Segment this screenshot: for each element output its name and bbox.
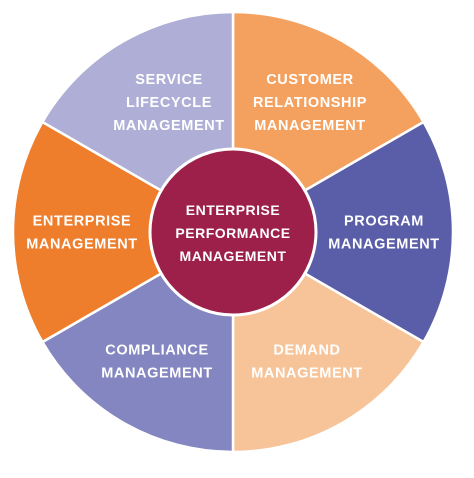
center-hub-circle xyxy=(148,147,318,317)
segment-label-enterprise-management-line-1: ENTERPRISE xyxy=(33,214,132,230)
segment-label-compliance-management-line-2: MANAGEMENT xyxy=(101,366,213,382)
segment-program-management xyxy=(231,120,455,344)
segment-label-customer-relationship-management-line-1: CUSTOMER xyxy=(266,72,354,88)
segment-label-demand-management-line-2: MANAGEMENT xyxy=(251,366,363,382)
segment-label-customer-relationship-management-line-2: RELATIONSHIP xyxy=(253,95,367,111)
segment-label-enterprise-management-line-2: MANAGEMENT xyxy=(26,237,138,253)
center-label-line-2: PERFORMANCE xyxy=(175,225,290,241)
segment-label-service-lifecycle-management-line-1: SERVICE xyxy=(135,72,203,88)
center-hub: ENTERPRISE PERFORMANCE MANAGEMENT xyxy=(148,147,318,317)
segment-label-program-management-line-1: PROGRAM xyxy=(344,214,424,230)
segment-label-service-lifecycle-management-line-2: LIFECYCLE xyxy=(126,95,212,111)
segment-label-program-management-line-2: MANAGEMENT xyxy=(328,237,440,253)
segment-label-service-lifecycle-management-line-3: MANAGEMENT xyxy=(113,118,225,134)
segment-label-compliance-management-line-1: COMPLIANCE xyxy=(105,343,208,359)
segment-labels: CUSTOMER RELATIONSHIP MANAGEMENT PROGRAM MAN… xyxy=(26,72,440,382)
center-label-line-1: ENTERPRISE xyxy=(186,202,280,218)
segment-enterprise-management xyxy=(11,120,235,344)
segment-label-demand-management-line-1: DEMAND xyxy=(273,343,340,359)
segment-label-customer-relationship-management-line-3: MANAGEMENT xyxy=(254,118,366,134)
center-label-line-3: MANAGEMENT xyxy=(180,248,287,264)
